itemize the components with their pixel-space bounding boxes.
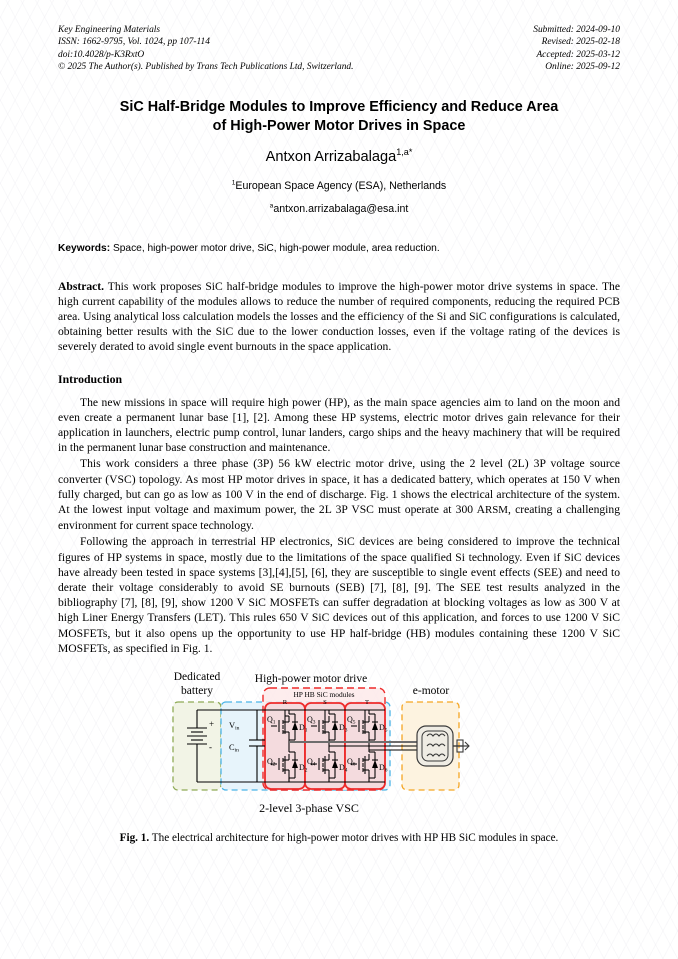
page-content: Key Engineering Materials ISSN: 1662-979… bbox=[58, 24, 620, 846]
abstract-paragraph: Abstract. This work proposes SiC half-br… bbox=[58, 279, 620, 355]
affiliation-line: 1European Space Agency (ESA), Netherland… bbox=[58, 179, 620, 192]
vin-label: Vin bbox=[229, 721, 240, 732]
label-vsc-bottom: 2-level 3-phase VSC bbox=[259, 801, 359, 815]
figure-caption-label: Fig. 1. bbox=[119, 832, 150, 845]
intro-paragraph-2: This work considers a three phase (3P) 5… bbox=[58, 456, 620, 533]
date-revised: Revised: 2025-02-18 bbox=[541, 37, 620, 48]
half-bridge-leg-r: Q1 D1 Q2 D2 bbox=[267, 710, 308, 783]
keywords-label: Keywords: bbox=[58, 242, 111, 254]
intro-p2-part-a: This work considers a three phase (3P) 5… bbox=[58, 457, 620, 517]
label-phase-r: R bbox=[283, 699, 288, 706]
email-line: aantxon.arrizabalaga@esa.int bbox=[58, 202, 620, 215]
label-hb-modules: HP HB SiC modules bbox=[293, 690, 354, 699]
switch-label-q3: Q3 bbox=[307, 715, 316, 726]
diode-label-d4: D4 bbox=[339, 763, 348, 774]
section-heading-introduction: Introduction bbox=[58, 371, 123, 386]
title-line-1: SiC Half-Bridge Modules to Improve Effic… bbox=[119, 98, 559, 115]
date-submitted: Submitted: 2024-09-10 bbox=[533, 25, 620, 35]
page-title: SiC Half-Bridge Modules to Improve Effic… bbox=[68, 98, 610, 136]
battery-symbol bbox=[187, 710, 207, 783]
date-accepted: Accepted: 2025-03-12 bbox=[536, 49, 620, 60]
keywords-value: Space, high-power motor drive, SiC, high… bbox=[112, 242, 440, 254]
abstract-label: Abstract. bbox=[58, 279, 105, 293]
email-address: antxon.arrizabalaga@esa.int bbox=[273, 202, 409, 215]
figure-1-caption: Fig. 1. The electrical architecture for … bbox=[58, 831, 620, 846]
label-battery-line2: battery bbox=[181, 685, 213, 697]
switch-label-q1: Q1 bbox=[267, 715, 276, 726]
half-bridge-leg-s: Q3 D3 Q4 D4 bbox=[307, 710, 348, 783]
dc-bus-rails bbox=[197, 709, 385, 783]
diode-label-d3: D3 bbox=[339, 723, 348, 734]
author-line: Antxon Arrizabalaga1,a* bbox=[58, 146, 620, 165]
title-line-2: of High-Power Motor Drives in Space bbox=[212, 117, 466, 134]
input-capacitor-symbol bbox=[249, 710, 265, 783]
email-marker: a bbox=[269, 202, 274, 210]
journal-header-right: Submitted: 2024-09-10 Revised: 2025-02-1… bbox=[533, 24, 620, 74]
label-battery-line1: Dedicated bbox=[174, 671, 221, 683]
intro-paragraph-1: The new missions in space will require h… bbox=[58, 395, 620, 455]
date-online: Online: 2025-09-12 bbox=[545, 62, 620, 73]
battery-plus-label: + bbox=[209, 719, 214, 729]
label-motor-drive: High-power motor drive bbox=[255, 673, 367, 685]
journal-name: Key Engineering Materials bbox=[58, 25, 161, 35]
author-name: Antxon Arrizabalaga bbox=[265, 148, 397, 165]
label-phase-s: S bbox=[323, 699, 327, 706]
diode-label-d6: D6 bbox=[379, 763, 388, 774]
battery-minus-label: - bbox=[209, 742, 212, 752]
diode-label-d2: D2 bbox=[299, 763, 308, 774]
intro-paragraph-3: Following the approach in terrestrial HP… bbox=[58, 535, 620, 655]
author-marker: 1,a* bbox=[396, 146, 413, 157]
journal-doi: doi:10.4028/p-K3RxtO bbox=[58, 49, 145, 60]
diode-label-d5: D5 bbox=[379, 723, 388, 734]
intro-p2-part-b: , creating a challenging environment for… bbox=[58, 503, 620, 533]
circuit-schematic-svg: + - Vin Cin bbox=[172, 671, 470, 815]
keywords-line: Keywords: Space, high-power motor drive,… bbox=[58, 242, 620, 256]
label-phase-t: T bbox=[365, 699, 369, 706]
figure-caption-text: The electrical architecture for high-pow… bbox=[151, 832, 559, 845]
affiliation-text: European Space Agency (ESA), Netherlands bbox=[235, 179, 447, 192]
affiliation-marker: 1 bbox=[231, 179, 236, 187]
journal-header-left: Key Engineering Materials ISSN: 1662-979… bbox=[58, 24, 353, 74]
cin-label: Cin bbox=[229, 743, 239, 754]
diode-label-d1: D1 bbox=[299, 723, 308, 734]
intro-p2-smallcaps: RSM bbox=[484, 504, 508, 517]
half-bridge-leg-t: Q5 D5 Q6 D6 bbox=[347, 710, 388, 783]
switch-label-q6: Q6 bbox=[347, 757, 356, 768]
figure-1-wrapper: + - Vin Cin bbox=[58, 670, 620, 818]
motor-symbol bbox=[416, 725, 470, 767]
journal-issn: ISSN: 1662-9795, Vol. 1024, pp 107-114 bbox=[58, 37, 210, 48]
switch-label-q2: Q2 bbox=[267, 757, 276, 768]
figure-1-diagram: + - Vin Cin bbox=[159, 670, 519, 818]
switch-label-q5: Q5 bbox=[347, 715, 356, 726]
switch-label-q4: Q4 bbox=[307, 757, 316, 768]
journal-header: Key Engineering Materials ISSN: 1662-979… bbox=[58, 24, 620, 74]
journal-copyright: © 2025 The Author(s). Published by Trans… bbox=[58, 62, 354, 73]
abstract-text: This work proposes SiC half-bridge modul… bbox=[58, 279, 620, 354]
label-emotor: e-motor bbox=[413, 685, 450, 697]
